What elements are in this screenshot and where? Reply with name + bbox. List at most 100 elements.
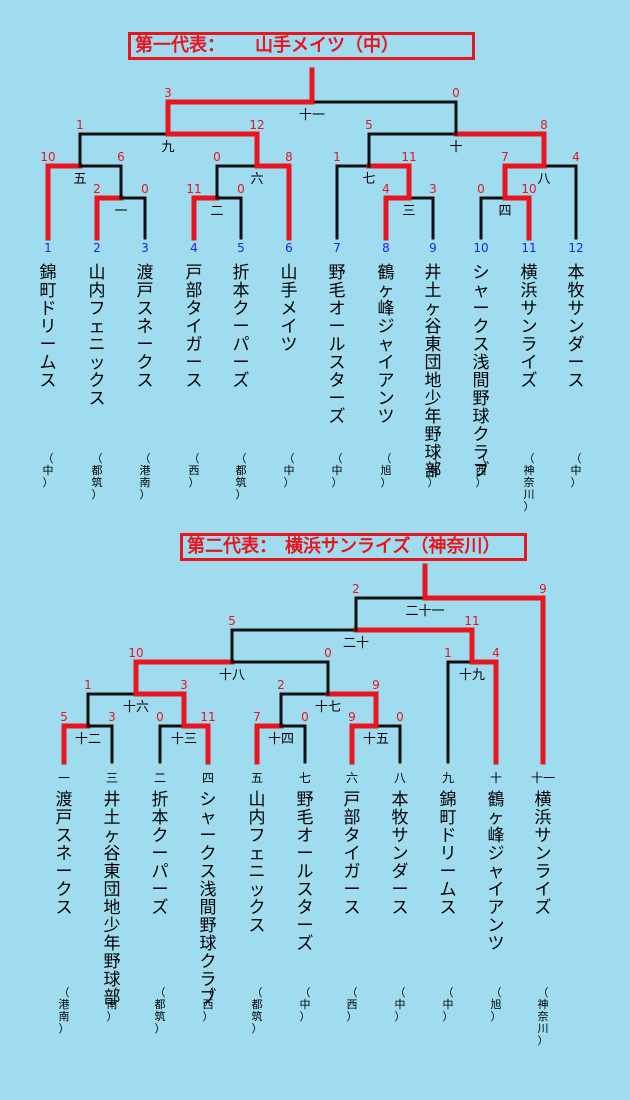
b2-game-17-score-right: 9 bbox=[372, 678, 380, 692]
bracket2-title-label: 第二代表： bbox=[187, 536, 277, 557]
b2-seed-9: 九 bbox=[442, 771, 454, 785]
b1-game-10-game-label: 十 bbox=[449, 140, 462, 155]
b1-game-10-score-left: 5 bbox=[365, 118, 373, 132]
b1-game-11-game-label: 十一 bbox=[299, 108, 325, 123]
b1-team-name-3: 渡戸スネークス bbox=[137, 263, 154, 391]
b2-team-region-4: （西） bbox=[203, 986, 214, 1023]
b1-seed-8: 8 bbox=[382, 241, 390, 255]
b2-game-19-game-label: 十九 bbox=[459, 668, 485, 683]
b2-game-19-score-right: 4 bbox=[492, 646, 500, 660]
b1-game-5-game-label: 五 bbox=[73, 172, 86, 187]
b2-game-17-game-label: 十七 bbox=[315, 700, 341, 715]
b1-game-2-game-label: 二 bbox=[210, 204, 223, 219]
b1-team-region-8: （旭） bbox=[381, 452, 392, 489]
b1-game-6-game-label: 六 bbox=[250, 172, 263, 187]
b2-game-20-game-label: 二十 bbox=[343, 636, 369, 651]
b2-game-16-score-right: 3 bbox=[180, 678, 188, 692]
b1-game-9-score-left: 1 bbox=[76, 118, 84, 132]
b1-game-4-game-label: 四 bbox=[498, 204, 511, 219]
b2-team-name-8: 本牧サンダース bbox=[392, 790, 409, 918]
b1-seed-7: 7 bbox=[333, 241, 341, 255]
b1-team-name-5: 折本クーパーズ bbox=[233, 263, 250, 391]
b1-game-8-score-left: 7 bbox=[501, 150, 509, 164]
b1-game-5-score-left: 10 bbox=[40, 150, 55, 164]
b2-team-name-7: 戸部タイガース bbox=[344, 790, 361, 918]
b1-game-11-score-left: 3 bbox=[164, 86, 172, 100]
b1-game-3-game-label: 三 bbox=[402, 204, 415, 219]
b1-seed-12: 12 bbox=[568, 241, 583, 255]
bracket2-title: 第二代表： 横浜サンライズ（神奈川） bbox=[180, 533, 527, 561]
b1-game-4-score-left: 0 bbox=[477, 182, 485, 196]
b2-team-name-6: 野毛オールスターズ bbox=[297, 790, 314, 954]
b2-team-region-9: （中） bbox=[443, 986, 454, 1023]
b1-seed-11: 11 bbox=[521, 241, 536, 255]
bracket1-title-team: 山手メイツ（中） bbox=[255, 35, 399, 56]
b2-team-name-3: 折本クーパーズ bbox=[152, 790, 169, 918]
b2-game-20-score-left: 5 bbox=[228, 614, 236, 628]
b2-team-region-1: （港南） bbox=[59, 986, 70, 1035]
b2-game-14-game-label: 十四 bbox=[268, 732, 294, 747]
b1-team-region-1: （中） bbox=[43, 452, 54, 489]
b1-seed-1: 1 bbox=[44, 241, 52, 255]
b2-game-15-score-left: 9 bbox=[348, 710, 356, 724]
b2-game-18-score-left: 10 bbox=[128, 646, 143, 660]
b1-team-name-7: 野毛オールスターズ bbox=[329, 263, 346, 427]
b1-team-region-10: （西） bbox=[476, 452, 487, 489]
b1-seed-2: 2 bbox=[93, 241, 101, 255]
b2-game-19-score-left: 1 bbox=[444, 646, 452, 660]
b1-team-region-2: （都筑） bbox=[92, 452, 103, 501]
b2-game-15-game-label: 十五 bbox=[363, 732, 389, 747]
b2-seed-11: 十一 bbox=[531, 771, 555, 785]
b2-team-name-10: 鶴ヶ峰ジャイアンツ bbox=[488, 790, 505, 954]
b2-game-13-score-left: 0 bbox=[156, 710, 164, 724]
b2-seed-8: 八 bbox=[394, 771, 406, 785]
b2-team-region-7: （西） bbox=[347, 986, 358, 1023]
b1-seed-4: 4 bbox=[190, 241, 198, 255]
b1-team-name-1: 錦町ドリームス bbox=[40, 263, 57, 391]
b2-game-12-score-left: 5 bbox=[60, 710, 68, 724]
b2-game-14-score-right: 0 bbox=[301, 710, 309, 724]
bracket1-title: 第一代表： 山手メイツ（中） bbox=[128, 32, 475, 60]
b2-game-12-score-right: 3 bbox=[108, 710, 116, 724]
b1-team-name-4: 戸部タイガース bbox=[186, 263, 203, 391]
bracket1-title-label: 第一代表： bbox=[135, 35, 225, 56]
b2-game-15-score-right: 0 bbox=[396, 710, 404, 724]
b1-team-region-6: （中） bbox=[284, 452, 295, 489]
b2-game-16-game-label: 十六 bbox=[123, 700, 149, 715]
b2-seed-3: 二 bbox=[154, 771, 166, 785]
b1-team-name-10: シャークス浅間野球クラブ bbox=[473, 263, 490, 481]
b2-team-name-9: 錦町ドリームス bbox=[440, 790, 457, 918]
b2-game-18-game-label: 十八 bbox=[219, 668, 245, 683]
b2-game-12-game-label: 十二 bbox=[75, 732, 101, 747]
b1-game-2-score-right: 0 bbox=[237, 182, 245, 196]
b1-game-1-score-right: 0 bbox=[141, 182, 149, 196]
b2-team-region-6: （中） bbox=[300, 986, 311, 1023]
b1-team-name-11: 横浜サンライズ bbox=[521, 263, 538, 391]
b1-game-5-score-right: 6 bbox=[117, 150, 125, 164]
b2-game-21-game-label: 二十一 bbox=[405, 604, 444, 619]
b1-team-region-11: （神奈川） bbox=[524, 452, 535, 513]
b2-seed-1: 一 bbox=[58, 771, 70, 785]
b1-game-8-game-label: 八 bbox=[537, 172, 550, 187]
b2-game-14-score-left: 7 bbox=[253, 710, 261, 724]
b1-game-1-game-label: 一 bbox=[114, 204, 127, 219]
b1-team-region-4: （西） bbox=[189, 452, 200, 489]
b2-team-name-2: 井土ヶ谷東団地少年野球部 bbox=[104, 790, 121, 1008]
b1-team-name-8: 鶴ヶ峰ジャイアンツ bbox=[378, 263, 395, 427]
b1-game-6-score-right: 8 bbox=[285, 150, 293, 164]
b1-seed-6: 6 bbox=[285, 241, 293, 255]
b1-seed-3: 3 bbox=[141, 241, 149, 255]
b2-team-name-1: 渡戸スネークス bbox=[56, 790, 73, 918]
bracket2-title-team: 横浜サンライズ（神奈川） bbox=[285, 536, 501, 557]
b1-game-3-score-left: 4 bbox=[382, 182, 390, 196]
b2-team-name-4: シャークス浅間野球クラブ bbox=[200, 790, 217, 1008]
b1-game-11-score-right: 0 bbox=[452, 86, 460, 100]
b1-team-region-9: （南） bbox=[428, 452, 439, 489]
b1-team-region-7: （中） bbox=[332, 452, 343, 489]
b1-game-1-score-left: 2 bbox=[93, 182, 101, 196]
b2-seed-7: 六 bbox=[346, 771, 358, 785]
b1-game-7-game-label: 七 bbox=[362, 172, 375, 187]
b1-game-7-score-left: 1 bbox=[333, 150, 341, 164]
b1-seed-5: 5 bbox=[237, 241, 245, 255]
